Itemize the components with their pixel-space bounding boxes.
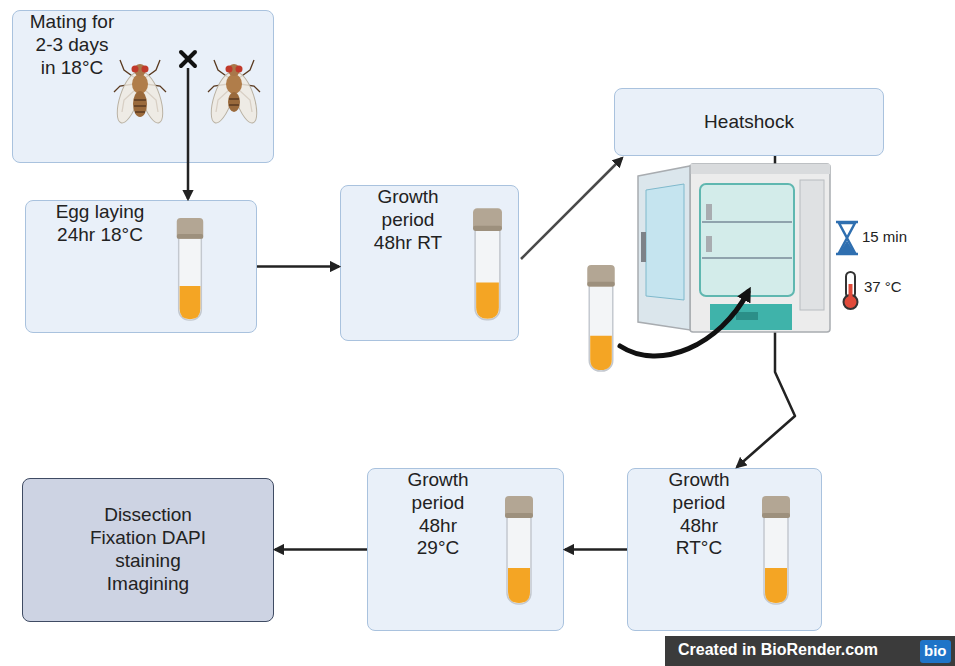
duration-label: 15 min <box>862 228 907 245</box>
heatshock-box: Heatshock <box>614 88 884 156</box>
flow-arrow <box>257 265 339 268</box>
step-text: Growth period 48hr RT°C <box>664 469 734 560</box>
growth-box: Growth period 48hr 29°C <box>367 468 564 631</box>
step-text: Egg laying 24hr 18°C <box>44 201 156 247</box>
flow-arrow <box>187 163 190 199</box>
watermark-logo: bio <box>924 642 947 659</box>
watermark-bar <box>665 636 955 666</box>
egg-laying-box: Egg laying 24hr 18°C <box>25 200 257 333</box>
temperature-label: 37 °C <box>864 278 902 295</box>
step-text: Growth period 48hr 29°C <box>403 469 473 560</box>
hourglass-icon <box>836 222 858 254</box>
flow-arrow <box>565 548 627 551</box>
step-text: Heatshock <box>704 111 794 134</box>
fly <box>206 60 261 126</box>
vial <box>587 265 614 371</box>
flow-arrow <box>275 548 367 551</box>
vial <box>177 218 203 320</box>
step-text: Mating for 2-3 days in 18°C <box>29 11 115 79</box>
vial <box>473 208 502 320</box>
cross-mark <box>181 52 195 66</box>
watermark-text: Created in BioRender.com <box>678 641 878 659</box>
step-text: Growth period 48hr RT <box>373 186 443 254</box>
cross-leader <box>187 68 190 163</box>
final-step-box: Dissection Fixation DAPI staining Imagin… <box>22 478 274 622</box>
fly <box>112 60 167 126</box>
growth-box: Growth period 48hr RT°C <box>627 468 822 631</box>
incubator <box>638 164 830 332</box>
vial <box>505 496 533 604</box>
vial <box>762 496 790 604</box>
thermometer-icon <box>844 272 858 309</box>
flow-arrow <box>521 158 622 259</box>
logo-box <box>920 640 951 663</box>
curved-arrow <box>620 292 748 356</box>
step-text: Dissection Fixation DAPI staining Imagin… <box>88 504 208 595</box>
